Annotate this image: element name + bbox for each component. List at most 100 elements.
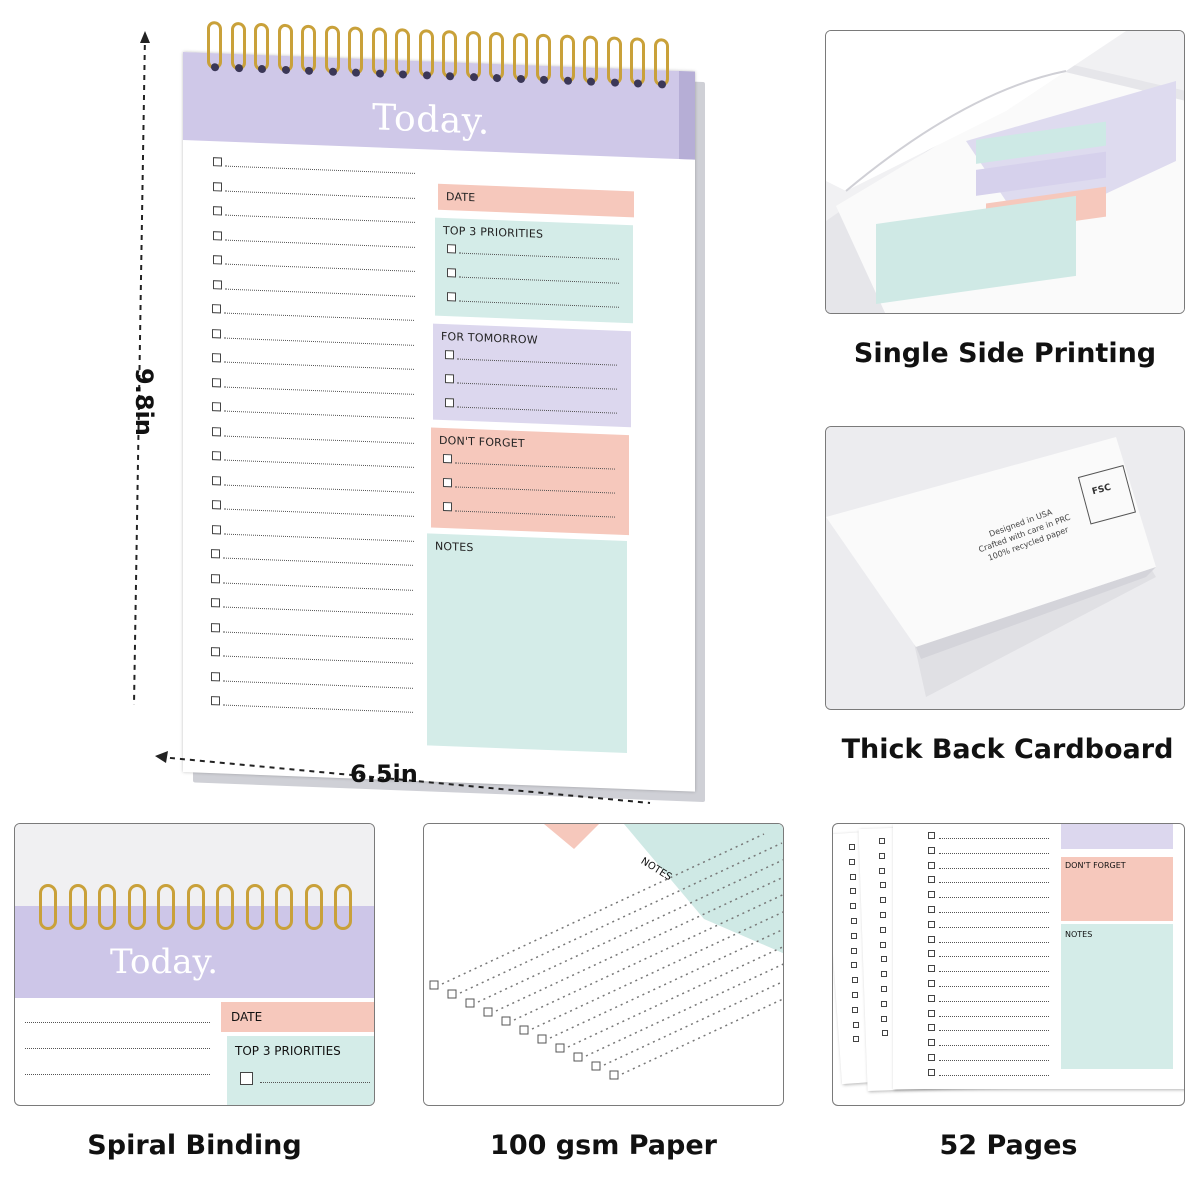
checkbox: [881, 1030, 888, 1037]
spiral-title: Today.: [110, 942, 219, 982]
caption-back-cardboard: Thick Back Cardboard: [841, 734, 1174, 765]
checkbox: [881, 1015, 888, 1022]
dotted-line: [939, 838, 1049, 839]
checkbox: [881, 986, 887, 992]
checkbox: [852, 1006, 859, 1013]
checkbox: [852, 992, 858, 998]
dotted-line: [939, 912, 1049, 913]
dimension-arrows: [133, 31, 651, 804]
coil-ring: [127, 884, 146, 930]
checkbox: [851, 947, 858, 954]
dotted-line: [939, 926, 1049, 928]
checkbox: [852, 1021, 859, 1028]
dotted-line: [939, 1074, 1049, 1076]
checkbox: [850, 903, 857, 910]
checkbox: [880, 912, 886, 918]
pages-photo: DON'T FORGET NOTES: [832, 823, 1185, 1106]
dotted-line: [939, 1045, 1049, 1047]
checkbox: [849, 858, 856, 865]
height-arrow-head: [140, 31, 150, 43]
checkbox: [849, 873, 856, 880]
spiral-priorities-label: TOP 3 PRIORITIES: [235, 1044, 341, 1058]
checkbox: [879, 838, 885, 844]
checkbox: [880, 926, 887, 933]
checkbox: [928, 832, 935, 839]
spiral-date-box: DATE: [221, 1002, 374, 1032]
single-side-photo: [825, 30, 1185, 314]
coil-ring: [39, 884, 57, 930]
coil-ring: [304, 884, 323, 930]
checkbox: [880, 941, 887, 948]
dotted-line: [939, 1030, 1049, 1032]
spiral-photo: Today. DATE TOP 3 PRIORITIES: [14, 823, 375, 1106]
checkbox: [928, 980, 935, 987]
checkbox: [928, 965, 935, 973]
single-side-illustration: [826, 31, 1184, 313]
coil-ring: [334, 884, 352, 930]
height-arrow-line: [133, 34, 146, 706]
spiral-priorities-box: TOP 3 PRIORITIES: [227, 1036, 374, 1105]
back-cardboard-photo: Designed in USA Crafted with care in PRC…: [825, 426, 1185, 710]
dotted-line: [939, 1015, 1049, 1017]
checkbox: [880, 956, 887, 963]
checkbox: [881, 1000, 888, 1007]
coil-ring: [186, 884, 205, 930]
checkbox: [928, 1024, 935, 1032]
checkbox: [928, 1054, 935, 1061]
notepad-header-edge: [679, 71, 695, 160]
checkbox: [928, 950, 935, 958]
checkbox: [879, 852, 886, 859]
checkbox: [879, 882, 886, 889]
dotted-line: [939, 971, 1049, 973]
checkbox: [879, 897, 886, 904]
checkbox: [850, 932, 857, 939]
dotted-line: [939, 941, 1049, 943]
coil-ring: [245, 884, 264, 930]
coil-ring: [98, 884, 116, 930]
checkbox: [849, 888, 856, 895]
pages-notes-box: NOTES: [1061, 924, 1173, 1069]
coil-ring: [157, 884, 175, 930]
checkbox: [928, 994, 935, 1002]
pages-notes-label: NOTES: [1065, 930, 1093, 939]
paper-photo: NOTES: [423, 823, 784, 1106]
checkbox: [928, 1009, 935, 1017]
width-label: 6.5in: [350, 760, 418, 788]
pages-dont-forget-label: DON'T FORGET: [1065, 861, 1126, 870]
caption-single-side: Single Side Printing: [853, 338, 1157, 369]
dotted-line: [939, 882, 1049, 884]
caption-spiral: Spiral Binding: [87, 1130, 302, 1161]
width-arrow-line: [159, 756, 651, 804]
checkbox: [850, 918, 857, 924]
back-cardboard-illustration: [826, 427, 1184, 709]
dotted-line: [939, 897, 1049, 899]
checkbox: [851, 977, 858, 984]
checkbox: [928, 861, 935, 869]
checkbox: [928, 846, 935, 854]
checkbox: [880, 971, 887, 978]
checkbox: [928, 906, 935, 913]
checkbox: [851, 962, 858, 969]
checkbox: [928, 876, 935, 884]
coil-ring: [216, 884, 234, 930]
spiral-date-label: DATE: [231, 1010, 263, 1024]
dotted-line: [939, 1000, 1049, 1002]
caption-paper: 100 gsm Paper: [490, 1130, 717, 1161]
checkbox: [928, 891, 935, 899]
paper-illustration: [424, 824, 783, 1105]
coil-ring: [68, 884, 87, 930]
dotted-line: [939, 867, 1049, 869]
coil-ring: [275, 884, 293, 930]
checkbox: [849, 844, 855, 850]
checkbox: [852, 1036, 859, 1043]
checkbox: [928, 1039, 935, 1047]
height-label: 9.8in: [130, 368, 158, 436]
checkbox: [928, 1068, 935, 1076]
dotted-line: [939, 852, 1049, 854]
dotted-line: [939, 986, 1049, 987]
dotted-line: [939, 1060, 1049, 1061]
width-arrow-head: [155, 751, 168, 763]
checkbox: [928, 920, 935, 928]
pages-dont-forget-box: DON'T FORGET: [1061, 857, 1173, 921]
dotted-line: [939, 956, 1049, 958]
